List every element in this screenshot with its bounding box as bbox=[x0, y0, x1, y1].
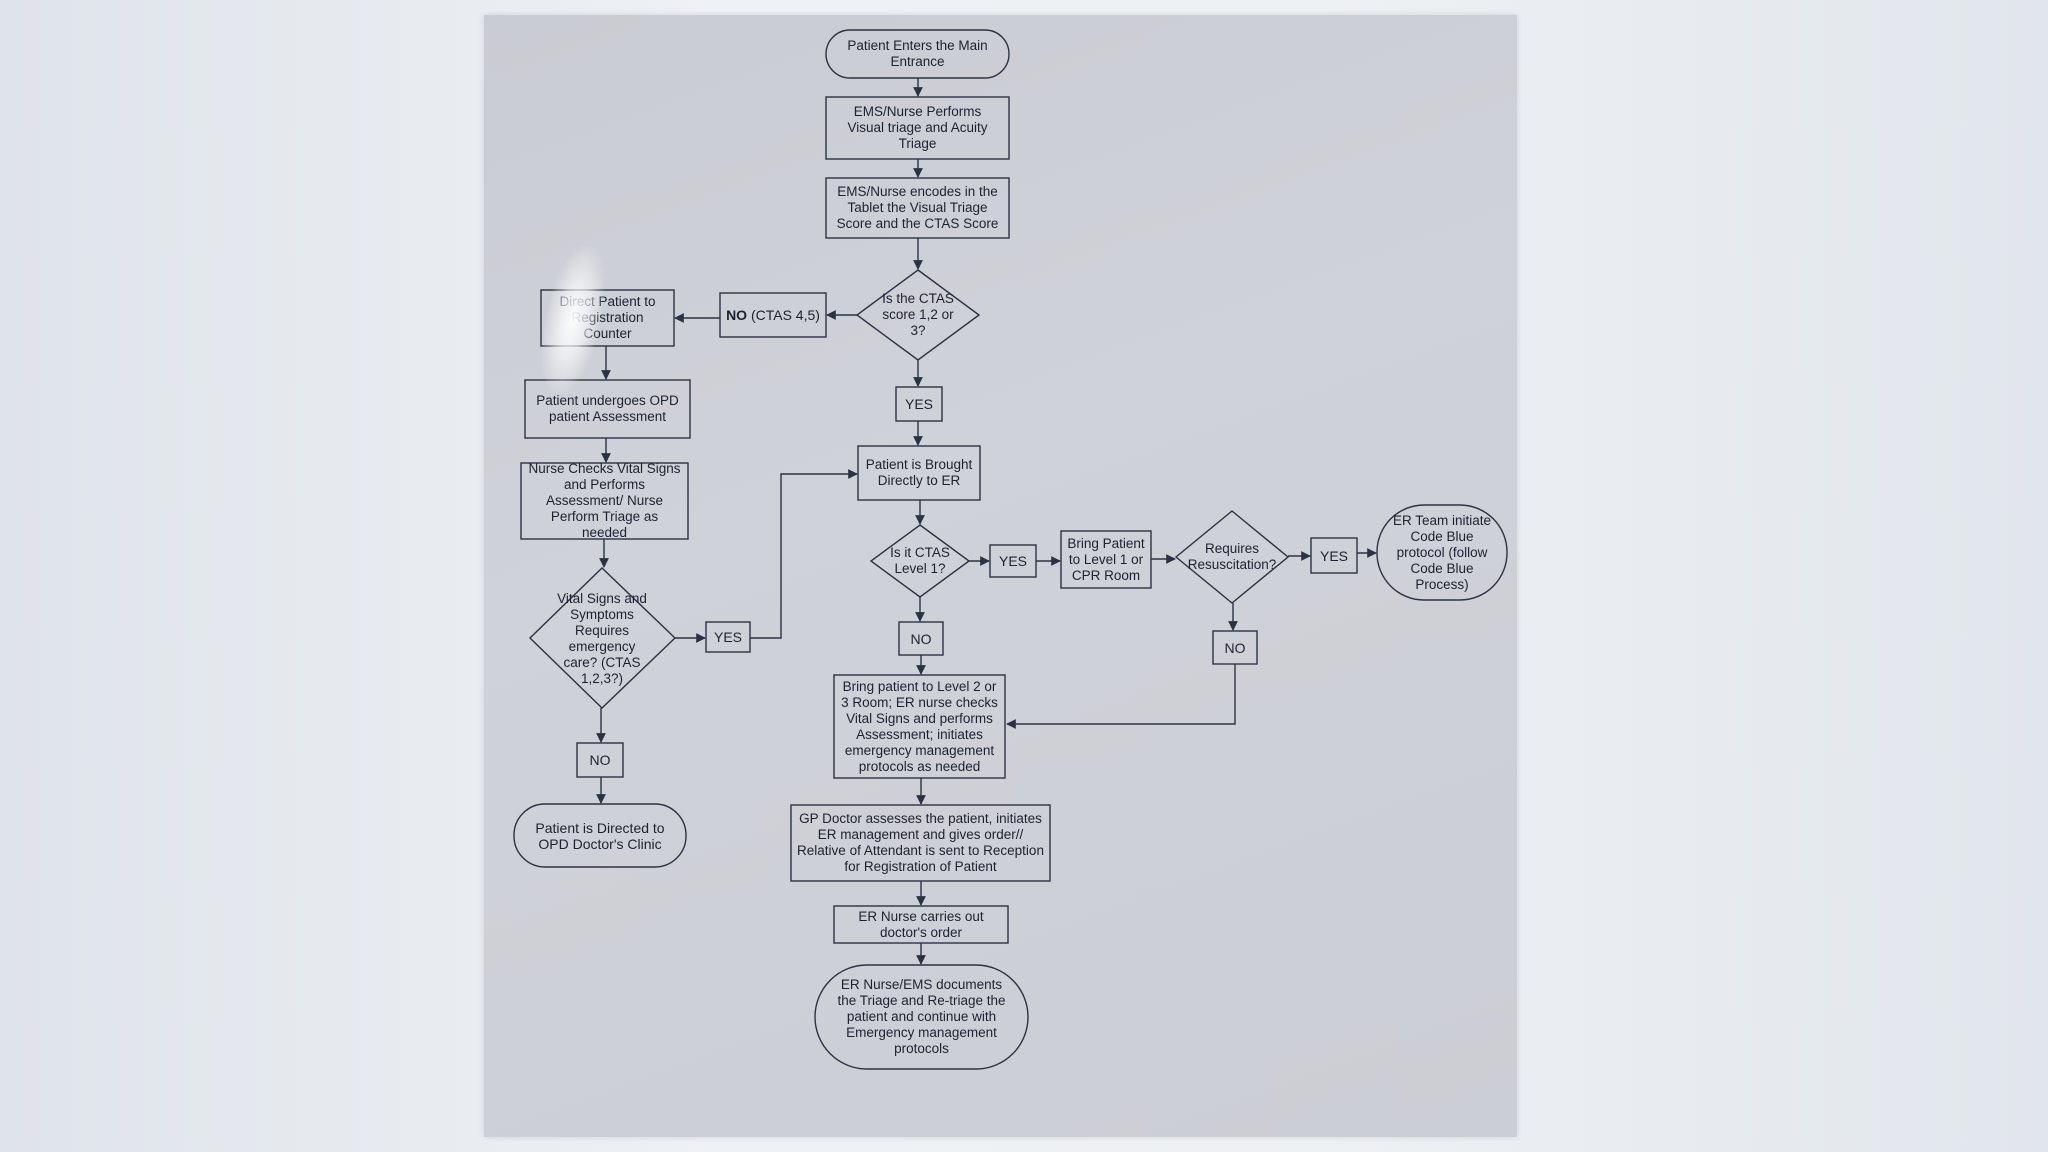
arrow-no-to-level23 bbox=[1006, 664, 1236, 729]
flowchart-sheet: Patient Enters the Main Entrance EMS/Nur… bbox=[484, 15, 1517, 1137]
node-opd-assessment: Patient undergoes OPD patient Assessment bbox=[536, 393, 679, 424]
node-direct-registration: Direct Patient to Registration Counter bbox=[559, 294, 656, 341]
node-ctas-check: Is the CTAS score 1,2 or 3? bbox=[882, 291, 954, 338]
arrow-yes-to-er bbox=[750, 469, 858, 639]
node-yes-level1: YES bbox=[998, 553, 1027, 569]
node-brought-er-shape bbox=[857, 445, 981, 501]
node-brought-er: Patient is Brought Directly to ER bbox=[865, 457, 973, 488]
node-no-vital-shape bbox=[576, 742, 624, 778]
node-level1-check: Is it CTAS Level 1? bbox=[890, 545, 950, 576]
node-documents-shape bbox=[814, 964, 1029, 1070]
node-yes-ctas-shape bbox=[895, 386, 943, 422]
node-no-ctas45-shape bbox=[719, 292, 827, 338]
node-bring-cpr: Bring Patient to Level 1 or CPR Room bbox=[1067, 535, 1145, 583]
node-yes-vital: YES bbox=[713, 629, 742, 645]
node-no-resus: NO bbox=[1224, 639, 1246, 656]
node-nurse-order: ER Nurse carries out doctor's order bbox=[858, 908, 984, 940]
node-vital-check-shape bbox=[528, 567, 677, 709]
node-level23-shape bbox=[833, 674, 1006, 779]
node-code-blue-shape bbox=[1376, 504, 1508, 601]
no-ctas45-rest: (CTAS 4,5) bbox=[747, 307, 820, 323]
node-gp-doctor: GP Doctor assesses the patient, initiate… bbox=[797, 811, 1044, 874]
node-yes-resus: YES bbox=[1319, 547, 1348, 564]
node-visual-triage: EMS/Nurse Performs Visual triage and Acu… bbox=[847, 104, 988, 151]
node-no-ctas45: NO (CTAS 4,5) bbox=[722, 295, 824, 335]
node-resus-check: Requires Resuscitation? bbox=[1187, 541, 1277, 572]
node-enter: Patient Enters the Main Entrance bbox=[847, 38, 988, 69]
node-no-vital: NO bbox=[589, 752, 611, 768]
node-nurse-checks: Nurse Checks Vital Signs and Performs As… bbox=[528, 461, 681, 540]
node-no-level1: NO bbox=[910, 630, 932, 647]
node-resus-check-shape bbox=[1174, 510, 1290, 604]
no-ctas45-bold: NO bbox=[726, 307, 748, 323]
node-yes-ctas: YES bbox=[904, 396, 933, 412]
node-documents: ER Nurse/EMS documents the Triage and Re… bbox=[837, 977, 1006, 1056]
node-vital-check: Vital Signs and Symptoms Requires emerge… bbox=[557, 591, 647, 686]
node-yes-vital-shape bbox=[705, 621, 751, 653]
node-yes-resus-shape bbox=[1310, 537, 1358, 574]
flowchart-diagram bbox=[513, 29, 1508, 1070]
node-code-blue: ER Team initiate Code Blue protocol (fol… bbox=[1392, 512, 1492, 592]
node-opd-clinic: Patient is Directed to OPD Doctor's Clin… bbox=[535, 819, 665, 852]
node-opd-clinic-shape bbox=[513, 803, 687, 868]
node-encode: EMS/Nurse encodes in the Tablet the Visu… bbox=[836, 184, 999, 231]
node-level23: Bring patient to Level 2 or 3 Room; ER n… bbox=[841, 678, 998, 774]
